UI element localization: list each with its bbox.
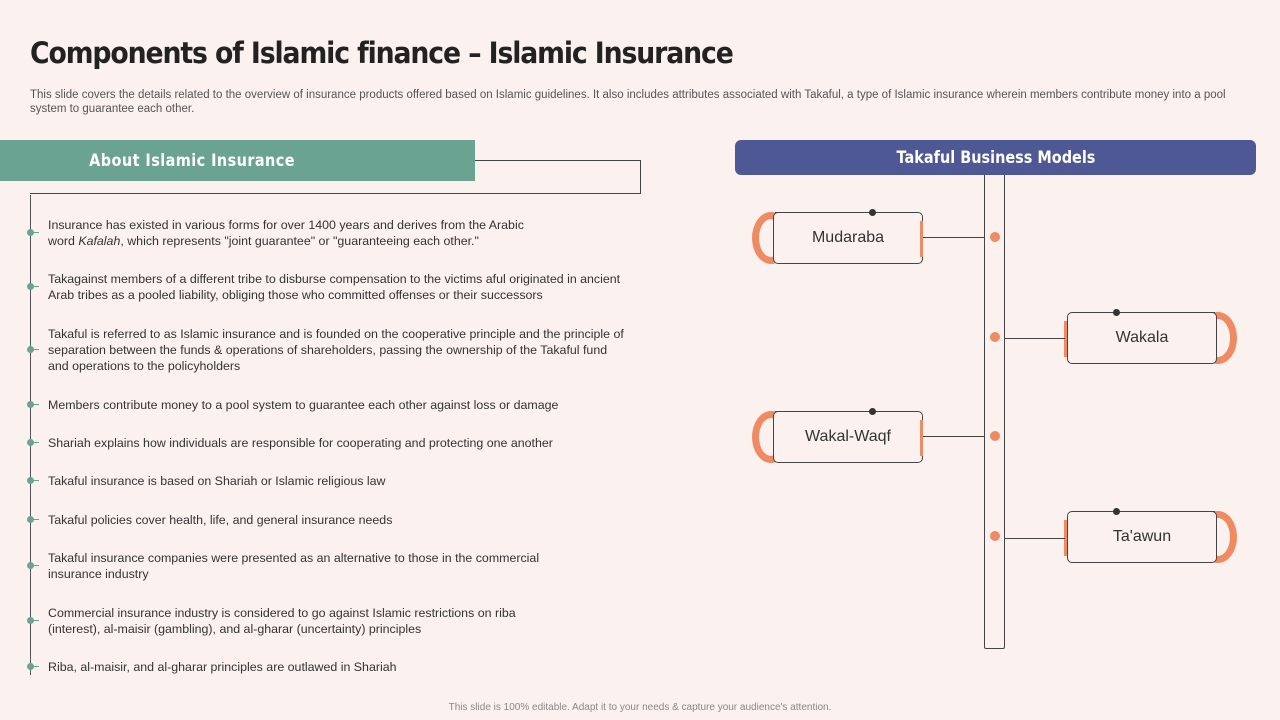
bullet-dot <box>27 516 34 523</box>
bullet-dot <box>27 562 34 569</box>
bullet-dash <box>31 404 39 405</box>
bullet-dot <box>27 401 34 408</box>
bullet-text: Riba, al-maisir, and al-gharar principle… <box>48 660 397 674</box>
bullet-dot <box>27 229 34 236</box>
page-subtitle: This slide covers the details related to… <box>30 89 1226 115</box>
wakal-waqf-pin-line <box>775 411 873 412</box>
taawun-arc <box>1199 511 1237 563</box>
mudaraba-node <box>990 232 1000 242</box>
taawun-pin-line <box>1117 511 1215 512</box>
wakal-waqf-node <box>990 431 1000 441</box>
about-header: About Islamic Insurance <box>0 140 475 181</box>
bullet-text: Takagainst members of a different tribe … <box>48 272 621 302</box>
bullet-dash <box>31 565 39 566</box>
model-label: Mudaraba <box>811 229 885 246</box>
bullet-dot <box>27 617 34 624</box>
bracket-bottom <box>30 193 641 194</box>
bullet-dash <box>31 442 39 443</box>
bullet-dash <box>31 480 39 481</box>
models-header: Takaful Business Models <box>735 140 1256 175</box>
taawun-pin <box>1113 508 1120 515</box>
bullet-dash <box>31 620 39 621</box>
bullet-dot <box>27 283 34 290</box>
bullet-text: Takaful is referred to as Islamic insura… <box>48 327 624 373</box>
bullet-dash <box>31 519 39 520</box>
taawun-accent <box>1064 520 1067 556</box>
page-title: Components of Islamic finance – Islamic … <box>30 36 734 70</box>
bullet-dot <box>27 663 34 670</box>
bullet-dash <box>31 232 39 233</box>
about-heading: About Islamic Insurance <box>89 150 296 171</box>
mudaraba-arc <box>752 212 790 264</box>
wakala-arc <box>1199 312 1237 364</box>
wakala-pin-line <box>1117 312 1215 313</box>
wakala-connector <box>1005 338 1065 339</box>
bullet-dot <box>27 439 34 446</box>
models-spine <box>984 175 1005 649</box>
bullet-text: Takaful policies cover health, life, and… <box>48 513 393 527</box>
wakal-waqf-arc <box>752 411 790 463</box>
bullet-dash <box>31 349 39 350</box>
bullet-dot <box>27 346 34 353</box>
bullet-text: Commercial insurance industry is conside… <box>48 606 516 636</box>
bullet-dash <box>31 666 39 667</box>
wakala-accent <box>1064 321 1067 357</box>
model-label: Ta'awun <box>1112 528 1172 545</box>
model-wakala: Wakala <box>1067 312 1217 364</box>
model-wakal-waqf: Wakal-Waqf <box>773 411 923 463</box>
wakal-waqf-accent <box>920 420 923 456</box>
bracket-right <box>640 160 641 194</box>
bullet-text: Members contribute money to a pool syste… <box>48 398 559 412</box>
bullet-text: Shariah explains how individuals are res… <box>48 436 553 450</box>
bullet-text: Insurance has existed in various forms f… <box>48 218 524 248</box>
taawun-connector <box>1005 538 1065 539</box>
model-label: Wakal-Waqf <box>805 428 891 445</box>
model-mudaraba: Mudaraba <box>773 212 923 264</box>
about-bullet-list: Insurance has existed in various forms f… <box>27 195 640 675</box>
wakal-waqf-connector <box>923 436 985 437</box>
models-heading: Takaful Business Models <box>896 147 1095 168</box>
mudaraba-connector <box>923 237 985 238</box>
mudaraba-pin <box>869 209 876 216</box>
bullet-dot <box>27 477 34 484</box>
model-label: Wakala <box>1115 329 1169 346</box>
bullet-text: Takaful insurance companies were present… <box>48 551 540 581</box>
wakala-pin <box>1113 309 1120 316</box>
bullet-text: Takaful insurance is based on Shariah or… <box>48 474 386 488</box>
taawun-node <box>990 531 1000 541</box>
mudaraba-accent <box>920 221 923 257</box>
mudaraba-pin-line <box>775 212 873 213</box>
model-taawun: Ta'awun <box>1067 511 1217 563</box>
wakala-node <box>990 332 1000 342</box>
wakal-waqf-pin <box>869 408 876 415</box>
bracket-top <box>475 160 641 161</box>
kafalah-term: Kafalah <box>78 234 121 248</box>
bullet-dash <box>31 286 39 287</box>
footer-note: This slide is 100% editable. Adapt it to… <box>448 702 832 713</box>
